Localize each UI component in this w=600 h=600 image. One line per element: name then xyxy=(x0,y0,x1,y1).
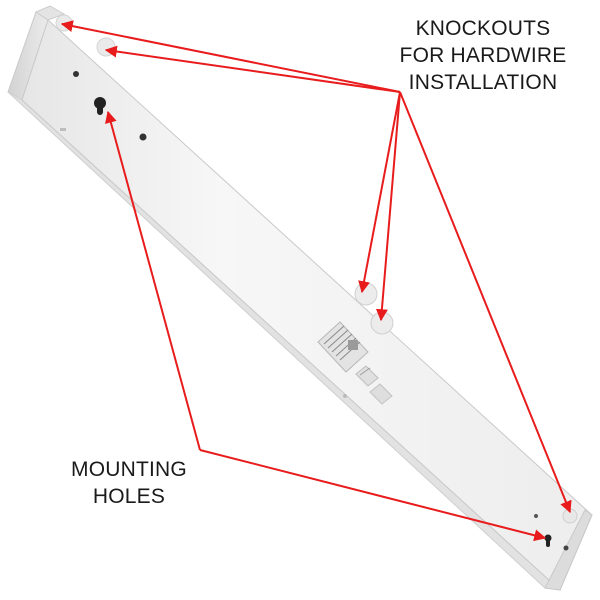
mounting-callout-line-1: MOUNTING xyxy=(71,458,187,481)
arrow-to-knockout-top-second xyxy=(104,45,401,93)
side-slot xyxy=(60,128,66,131)
keyhole-mounting-hole-bottom xyxy=(544,534,552,547)
knockout-center-upper xyxy=(354,282,378,306)
knockout-arrows xyxy=(60,20,572,514)
arrow-to-knockout-top-left xyxy=(60,20,401,93)
knockout-top-left xyxy=(55,14,73,32)
mounting-holes-callout: MOUNTING HOLES xyxy=(44,456,214,510)
mounting-callout-line-2: HOLES xyxy=(92,485,166,508)
arrow-to-knockout-center-upper xyxy=(358,91,401,294)
fixture-left-edge xyxy=(7,91,562,591)
knockouts-callout-line-1: KNOCKOUTS xyxy=(415,17,551,40)
fixture-bottom-end xyxy=(544,509,593,591)
product-label-sticker xyxy=(317,321,369,373)
small-hole-bottom-upper xyxy=(534,514,538,518)
knockouts-callout-line-3: INSTALLATION xyxy=(408,71,558,94)
arrow-to-mounting-hole-bottom xyxy=(199,449,547,542)
arrow-to-knockout-center-lower xyxy=(375,91,401,322)
arrow-to-mounting-hole-top xyxy=(105,110,201,451)
secondary-label xyxy=(355,365,393,405)
small-hole-mid xyxy=(139,133,147,141)
small-hole-top xyxy=(73,71,79,77)
knockouts-callout: KNOCKOUTS FOR HARDWIRE INSTALLATION xyxy=(378,15,588,96)
small-hole-bottom xyxy=(563,545,569,551)
knockout-top-second xyxy=(96,37,116,57)
fixture-top-end xyxy=(34,5,66,21)
mounting-arrows xyxy=(105,110,547,542)
knockouts-callout-line-2: FOR HARDWIRE xyxy=(399,44,567,67)
keyhole-mounting-hole-top xyxy=(94,97,106,115)
arrow-to-knockout-bottom xyxy=(399,91,572,514)
small-hole-lower-body xyxy=(343,394,347,398)
